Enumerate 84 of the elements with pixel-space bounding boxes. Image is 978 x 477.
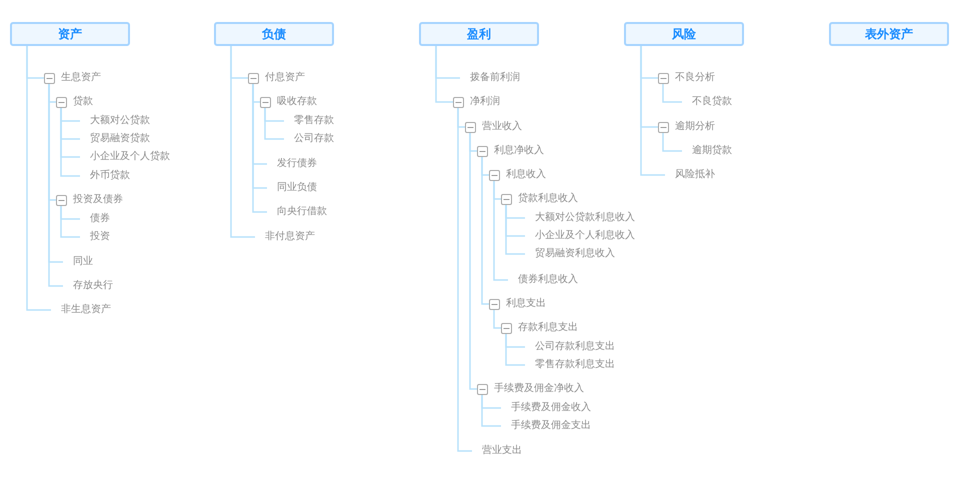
tree-branch-item bbox=[501, 321, 578, 335]
tree-connector bbox=[60, 205, 80, 238]
item-label: 贸易融资利息收入 bbox=[535, 247, 615, 261]
item-label: 营业支出 bbox=[482, 444, 522, 458]
item-label: 投资及债券 bbox=[73, 193, 123, 207]
tree-connector bbox=[230, 46, 255, 238]
item-label: 债券利息收入 bbox=[518, 273, 578, 287]
header-label: 负债 bbox=[262, 26, 286, 43]
item-label: 公司存款 bbox=[294, 132, 334, 146]
tree-connector bbox=[662, 132, 682, 152]
tree-connector bbox=[264, 107, 284, 140]
item-label: 手续费及佣金净收入 bbox=[494, 382, 584, 396]
item-label: 利息支出 bbox=[506, 297, 546, 311]
tree-branch-item bbox=[465, 120, 522, 134]
item-label: 大额对公贷款利息收入 bbox=[535, 211, 635, 225]
item-label: 公司存款利息支出 bbox=[535, 340, 615, 354]
item-label: 贸易融资贷款 bbox=[90, 132, 150, 146]
tree-connector bbox=[662, 83, 682, 103]
item-label: 贷款利息收入 bbox=[518, 192, 578, 206]
tree-branch-item bbox=[489, 297, 546, 311]
item-label: 存放央行 bbox=[73, 279, 113, 293]
category-header-box bbox=[829, 22, 949, 46]
tree-branch-item bbox=[248, 71, 305, 85]
item-label: 利息收入 bbox=[506, 168, 546, 182]
tree-branch-item bbox=[477, 144, 544, 158]
item-label: 逾期分析 bbox=[675, 120, 715, 134]
tree-connector bbox=[481, 156, 489, 305]
item-label: 付息资产 bbox=[265, 71, 305, 85]
tree-branch-item bbox=[477, 382, 584, 396]
tree-branch-item bbox=[453, 95, 500, 109]
category-header-box bbox=[214, 22, 334, 46]
item-label: 非生息资产 bbox=[61, 303, 111, 317]
item-label: 投资 bbox=[90, 230, 110, 244]
item-label: 贷款 bbox=[73, 95, 93, 109]
tree-connector bbox=[505, 333, 525, 366]
item-label: 逾期贷款 bbox=[692, 144, 732, 158]
tree-branch-item bbox=[260, 95, 317, 109]
item-label: 不良分析 bbox=[675, 71, 715, 85]
item-label: 发行债券 bbox=[277, 157, 317, 171]
tree-connector bbox=[493, 309, 501, 329]
category-header-box bbox=[10, 22, 130, 46]
item-label: 零售存款利息支出 bbox=[535, 358, 615, 372]
item-label: 拨备前利润 bbox=[470, 71, 520, 85]
item-label: 小企业及个人利息收入 bbox=[535, 229, 635, 243]
item-label: 向央行借款 bbox=[277, 205, 327, 219]
item-label: 债券 bbox=[90, 212, 110, 226]
tree-connector bbox=[505, 204, 525, 255]
item-label: 小企业及个人贷款 bbox=[90, 150, 170, 164]
tree-branch-item bbox=[658, 120, 715, 134]
tree-branch-item bbox=[44, 71, 101, 85]
tree-connector bbox=[435, 46, 453, 103]
item-label: 外币贷款 bbox=[90, 169, 130, 183]
tree-branch-item bbox=[56, 95, 93, 109]
item-label: 零售存款 bbox=[294, 114, 334, 128]
tree-connector bbox=[26, 46, 51, 311]
tree-connector bbox=[481, 394, 501, 427]
item-label: 同业 bbox=[73, 255, 93, 269]
item-label: 风险抵补 bbox=[675, 168, 715, 182]
item-label: 存款利息支出 bbox=[518, 321, 578, 335]
item-label: 净利润 bbox=[470, 95, 500, 109]
item-label: 吸收存款 bbox=[277, 95, 317, 109]
item-label: 同业负债 bbox=[277, 181, 317, 195]
tree-branch-item bbox=[501, 192, 578, 206]
tree-connector bbox=[469, 132, 477, 390]
item-label: 大额对公贷款 bbox=[90, 114, 150, 128]
tree-connector bbox=[457, 107, 472, 452]
item-label: 不良贷款 bbox=[692, 95, 732, 109]
item-label: 非付息资产 bbox=[265, 230, 315, 244]
header-label: 风险 bbox=[672, 26, 696, 43]
header-label: 盈利 bbox=[467, 26, 491, 43]
tree-connector bbox=[493, 180, 508, 281]
tree-connector bbox=[640, 46, 665, 176]
category-header-box bbox=[419, 22, 539, 46]
tree-branch-item bbox=[658, 71, 715, 85]
item-label: 营业收入 bbox=[482, 120, 522, 134]
item-label: 手续费及佣金支出 bbox=[511, 419, 591, 433]
category-header-box bbox=[624, 22, 744, 46]
tree-branch-item bbox=[56, 193, 123, 207]
tree-branch-item bbox=[489, 168, 546, 182]
header-label: 表外资产 bbox=[865, 26, 913, 43]
header-label: 资产 bbox=[58, 26, 82, 43]
item-label: 利息净收入 bbox=[494, 144, 544, 158]
item-label: 生息资产 bbox=[61, 71, 101, 85]
item-label: 手续费及佣金收入 bbox=[511, 401, 591, 415]
